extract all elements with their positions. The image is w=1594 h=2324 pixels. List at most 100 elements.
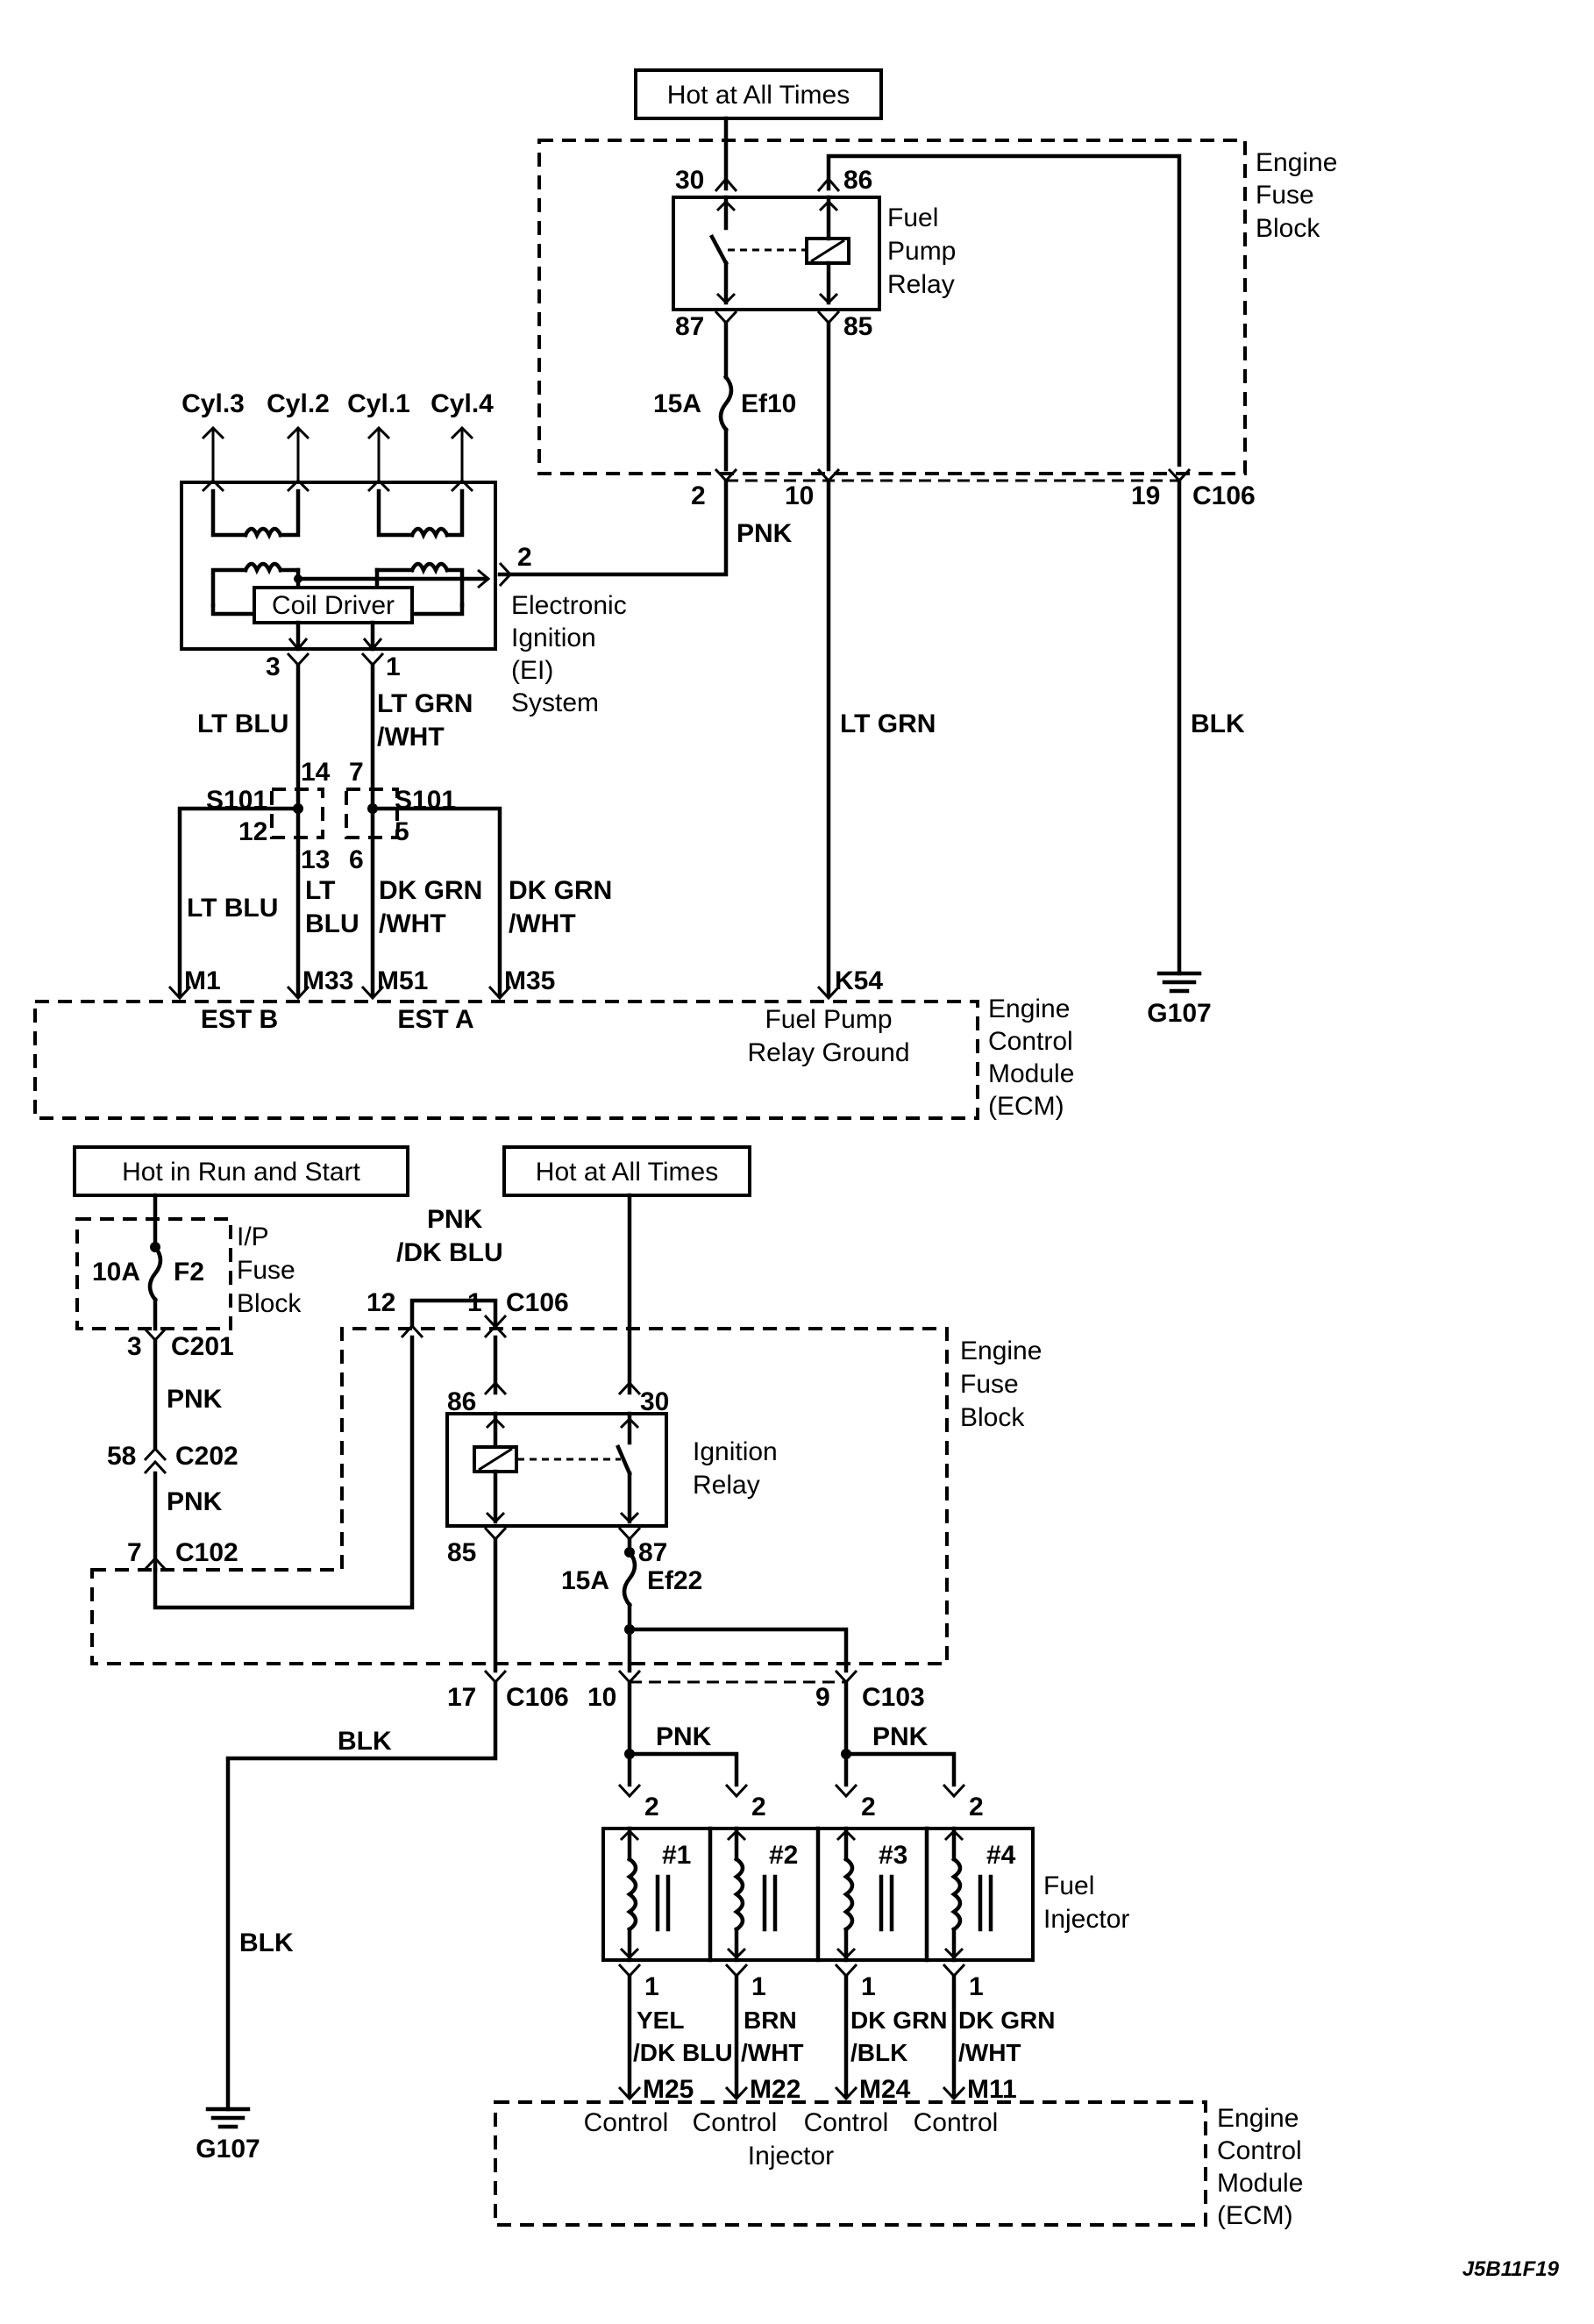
inj2-wire-2: /WHT <box>741 2039 804 2066</box>
ecm-pin-m24: M24 <box>859 2075 911 2104</box>
ground-g107-bottom: G107 <box>196 2135 260 2164</box>
injector-bottom-connectors <box>617 1963 966 1978</box>
ei-pin2-connector <box>498 561 513 588</box>
connector-30 <box>714 176 738 192</box>
splice-right-p5: 5 <box>395 817 409 846</box>
ign-relay-label-1: Ignition <box>693 1437 778 1466</box>
injector-2 <box>726 1826 778 1963</box>
fuse-block-label-2: Fuse <box>1256 181 1314 210</box>
wire-pnk-label: PNK <box>737 519 793 548</box>
ecm-bottom-box <box>494 2100 1207 2227</box>
ecm-bottom-label-1: Engine <box>1217 2104 1299 2133</box>
connector-86-b <box>483 1380 508 1396</box>
splice-right-p7: 7 <box>349 758 364 787</box>
ei-label-1: Electronic <box>511 591 627 620</box>
ign-coil-arrows <box>485 1416 506 1524</box>
injector-label-3: #3 <box>879 1841 907 1870</box>
inj3-pin2: 2 <box>861 1793 876 1821</box>
pnk-dkblu-1: PNK <box>427 1205 483 1234</box>
control-4: Control <box>914 2108 999 2137</box>
relay-label-1: Fuel <box>887 203 938 232</box>
coil-pair-right <box>376 488 465 538</box>
c102-connector <box>143 1556 167 1572</box>
power-run-start-label: Hot in Run and Start <box>122 1158 360 1187</box>
fuse-block-label-3: Block <box>1256 214 1320 243</box>
wire-m1-label: LT BLU <box>187 894 278 923</box>
wire-ltgrn-label: LT GRN <box>840 709 936 738</box>
relay-switch <box>708 233 729 267</box>
c106-p10: 10 <box>587 1683 616 1712</box>
pin-87: 87 <box>675 312 704 341</box>
c102-name: C102 <box>175 1538 238 1567</box>
wire-ltgrnwht-label-2: /WHT <box>377 723 445 752</box>
wire-pnk-inj4 <box>843 1751 957 1787</box>
fuse-ef22-rating: 15A <box>561 1566 609 1595</box>
c201-name: C201 <box>171 1332 234 1361</box>
primary-winding-left <box>242 561 284 575</box>
control-3: Control <box>804 2108 889 2137</box>
ign-coil-slash <box>478 1447 513 1472</box>
cyl-4-lead <box>450 425 474 482</box>
c106-p12: 12 <box>366 1288 395 1317</box>
injector-label-2: #2 <box>769 1841 798 1870</box>
inj2-wire-1: BRN <box>744 2007 797 2034</box>
c106-p17: 17 <box>447 1683 476 1712</box>
wire-m33-label-1: LT <box>305 876 335 905</box>
inj1-wire-2: /DK BLU <box>633 2039 733 2066</box>
ign-relay-bottom-connectors <box>483 1526 642 1542</box>
ecm-bottom-label-4: (ECM) <box>1217 2201 1293 2230</box>
ei-pin2: 2 <box>517 543 532 572</box>
ign-switch <box>616 1444 632 1476</box>
inj3-pin1: 1 <box>861 1972 876 2001</box>
pin-86: 86 <box>843 166 872 195</box>
c202-connector <box>143 1446 167 1475</box>
ecm-bottom-connectors <box>617 2085 966 2101</box>
inj2-pin1: 1 <box>751 1972 766 2001</box>
injector-4 <box>943 1826 993 1963</box>
c103-p9: 9 <box>815 1683 830 1712</box>
c106-pin19: 19 <box>1131 481 1160 510</box>
wire-m33-label-2: BLU <box>305 909 359 938</box>
relay-label-3: Relay <box>887 270 955 299</box>
inj1-pin2: 2 <box>644 1793 659 1821</box>
c106-pin2: 2 <box>691 481 706 510</box>
ei-pin1: 1 <box>386 652 401 681</box>
fp-ground-2: Relay Ground <box>747 1038 909 1067</box>
wire-blk-ground-b <box>225 1679 498 2112</box>
cyl-3: Cyl.3 <box>181 389 245 418</box>
coil-driver-box <box>253 586 414 624</box>
inj2-pin2: 2 <box>751 1793 766 1821</box>
fuse-f2-name: F2 <box>174 1258 204 1287</box>
primary-right <box>374 567 465 608</box>
c106-name-b2: C106 <box>506 1683 569 1712</box>
wire-blk-label-b2: BLK <box>239 1928 294 1957</box>
splice-left-p13: 13 <box>301 845 330 874</box>
wire-c102-c106 <box>153 1335 415 1610</box>
wire-blk-label: BLK <box>1191 709 1245 738</box>
wire-pnk-ei <box>497 478 729 577</box>
connector-86 <box>816 176 841 192</box>
power-all-times-label: Hot at All Times <box>536 1158 718 1187</box>
fuse-block-b-label-3: Block <box>960 1403 1025 1432</box>
ecm-pin-m33: M33 <box>302 966 353 995</box>
ecm-top-label-2: Control <box>988 1027 1073 1056</box>
cyl-2: Cyl.2 <box>267 389 330 418</box>
ei-feed-arrow <box>477 568 491 589</box>
wire-pnk-1: PNK <box>167 1385 223 1414</box>
pin-87-b: 87 <box>638 1538 667 1567</box>
wire-m35-label-2: /WHT <box>509 909 576 938</box>
injector-1 <box>619 1826 671 1963</box>
c202-name: C202 <box>175 1442 238 1471</box>
ip-fuse-label-1: I/P <box>237 1223 269 1251</box>
primary-left <box>210 567 301 608</box>
ecm-top-label-3: Module <box>988 1059 1074 1088</box>
inj4-pin2: 2 <box>969 1793 984 1821</box>
coil-winding-right <box>409 526 451 540</box>
power-source-label: Hot at All Times <box>667 81 850 110</box>
injector-label: Injector <box>748 2142 834 2171</box>
pnk-dkblu-2: /DK BLU <box>396 1238 503 1267</box>
wire-blk-label-b1: BLK <box>338 1727 392 1756</box>
injector-label-4: #4 <box>986 1841 1016 1870</box>
cyl-2-lead <box>286 425 310 482</box>
wire-pnk-dkblu-loop <box>409 1298 498 1329</box>
